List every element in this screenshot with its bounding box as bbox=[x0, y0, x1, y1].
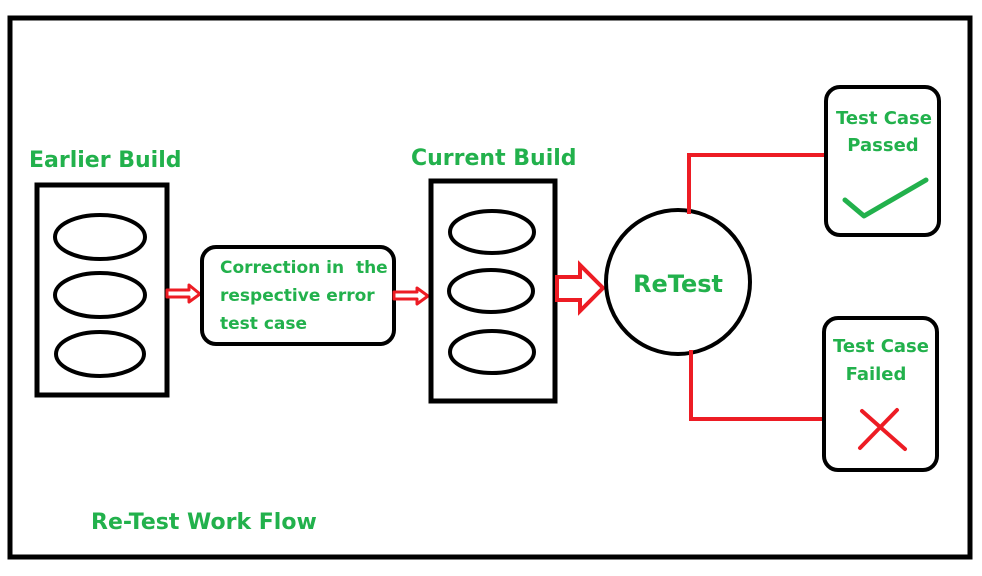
correction-text-line-1: Correction in the bbox=[220, 258, 388, 278]
current-build-node: Current Build bbox=[411, 146, 577, 404]
current-build-label: Current Build bbox=[411, 146, 577, 171]
failed-text-line-2: Failed bbox=[846, 364, 907, 385]
earlier-build-item bbox=[53, 213, 147, 261]
connector-retest-to-failed bbox=[689, 350, 825, 421]
retest-label: ReTest bbox=[633, 270, 723, 298]
test-case-passed-node: Test Case Passed bbox=[824, 85, 941, 237]
retest-circle bbox=[604, 208, 752, 356]
current-build-item bbox=[448, 329, 536, 375]
connector-retest-to-passed bbox=[687, 153, 828, 214]
earlier-build-node: Earlier Build bbox=[29, 148, 182, 398]
arrow-current-to-retest bbox=[555, 260, 606, 316]
earlier-build-label: Earlier Build bbox=[29, 148, 182, 173]
failed-text-line-1: Test Case bbox=[833, 336, 929, 357]
test-case-failed-node: Test Case Failed bbox=[822, 316, 939, 472]
correction-text-line-3: test case bbox=[220, 314, 307, 334]
correction-node: Correction in the respective error test … bbox=[200, 245, 396, 346]
passed-text-line-2: Passed bbox=[847, 135, 918, 156]
cross-icon bbox=[858, 408, 907, 451]
retest-node: ReTest bbox=[604, 208, 752, 356]
current-build-item bbox=[448, 209, 536, 255]
earlier-build-item bbox=[54, 330, 146, 378]
current-build-item bbox=[447, 268, 535, 314]
correction-text-line-2: respective error bbox=[220, 286, 375, 306]
passed-text-line-1: Test Case bbox=[836, 108, 932, 129]
outer-frame bbox=[7, 15, 973, 560]
arrow-correction-to-current bbox=[392, 286, 430, 306]
diagram-title: Re-Test Work Flow bbox=[91, 510, 317, 535]
arrow-earlier-to-correction bbox=[165, 283, 202, 304]
failed-box bbox=[822, 316, 939, 472]
earlier-build-item bbox=[53, 271, 147, 319]
check-icon bbox=[842, 177, 929, 219]
passed-box bbox=[824, 85, 941, 237]
